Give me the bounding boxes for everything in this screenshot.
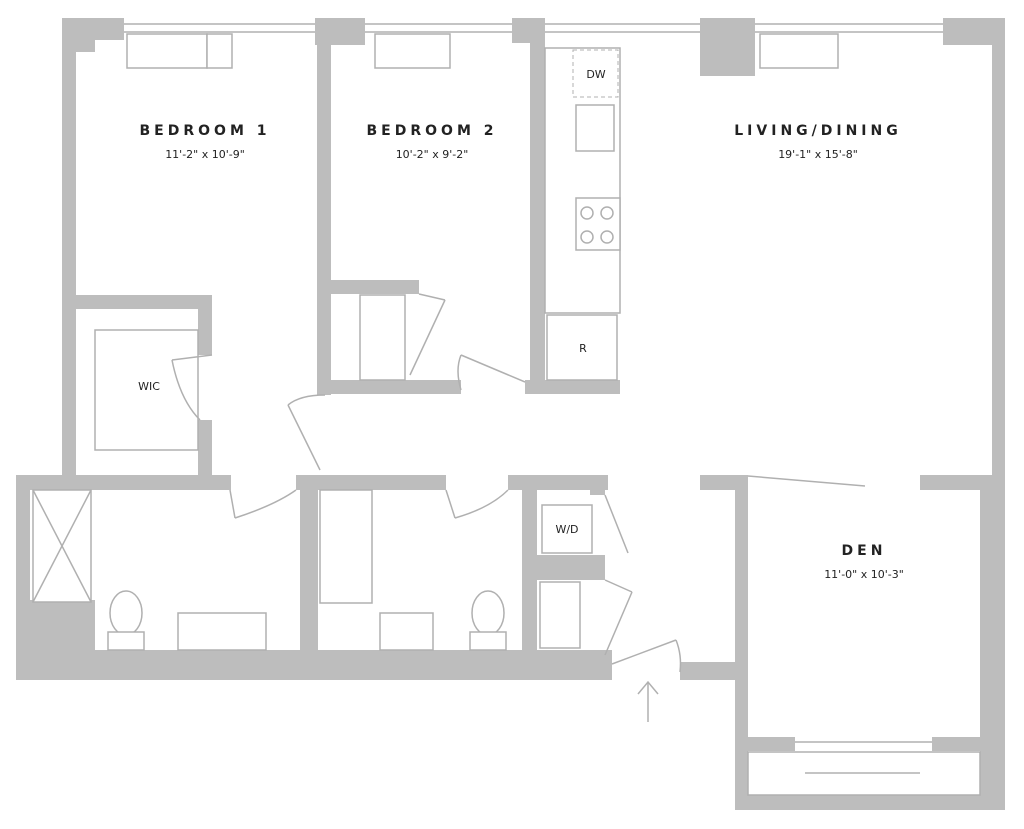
dishwasher-label: DW [586,68,605,81]
room-labels: BEDROOM 1 11'-2" x 10'-9" BEDROOM 2 10'-… [138,68,904,581]
windows [124,23,981,796]
refrigerator-label: R [579,342,587,355]
bedroom1-dims: 11'-2" x 10'-9" [165,148,245,161]
den-title: DEN [842,543,887,559]
bedroom2-title: BEDROOM 2 [367,123,498,139]
washer-dryer-label: W/D [555,523,578,536]
walls [16,18,1005,810]
living-title: LIVING/DINING [734,123,901,139]
fixtures [32,47,659,722]
bedroom1-title: BEDROOM 1 [140,123,271,139]
den-dims: 11'-0" x 10'-3" [824,568,904,581]
living-dims: 19'-1" x 15'-8" [778,148,858,161]
wic-label: WIC [138,380,160,393]
bedroom2-dims: 10'-2" x 9'-2" [396,148,469,161]
doors [171,293,682,673]
